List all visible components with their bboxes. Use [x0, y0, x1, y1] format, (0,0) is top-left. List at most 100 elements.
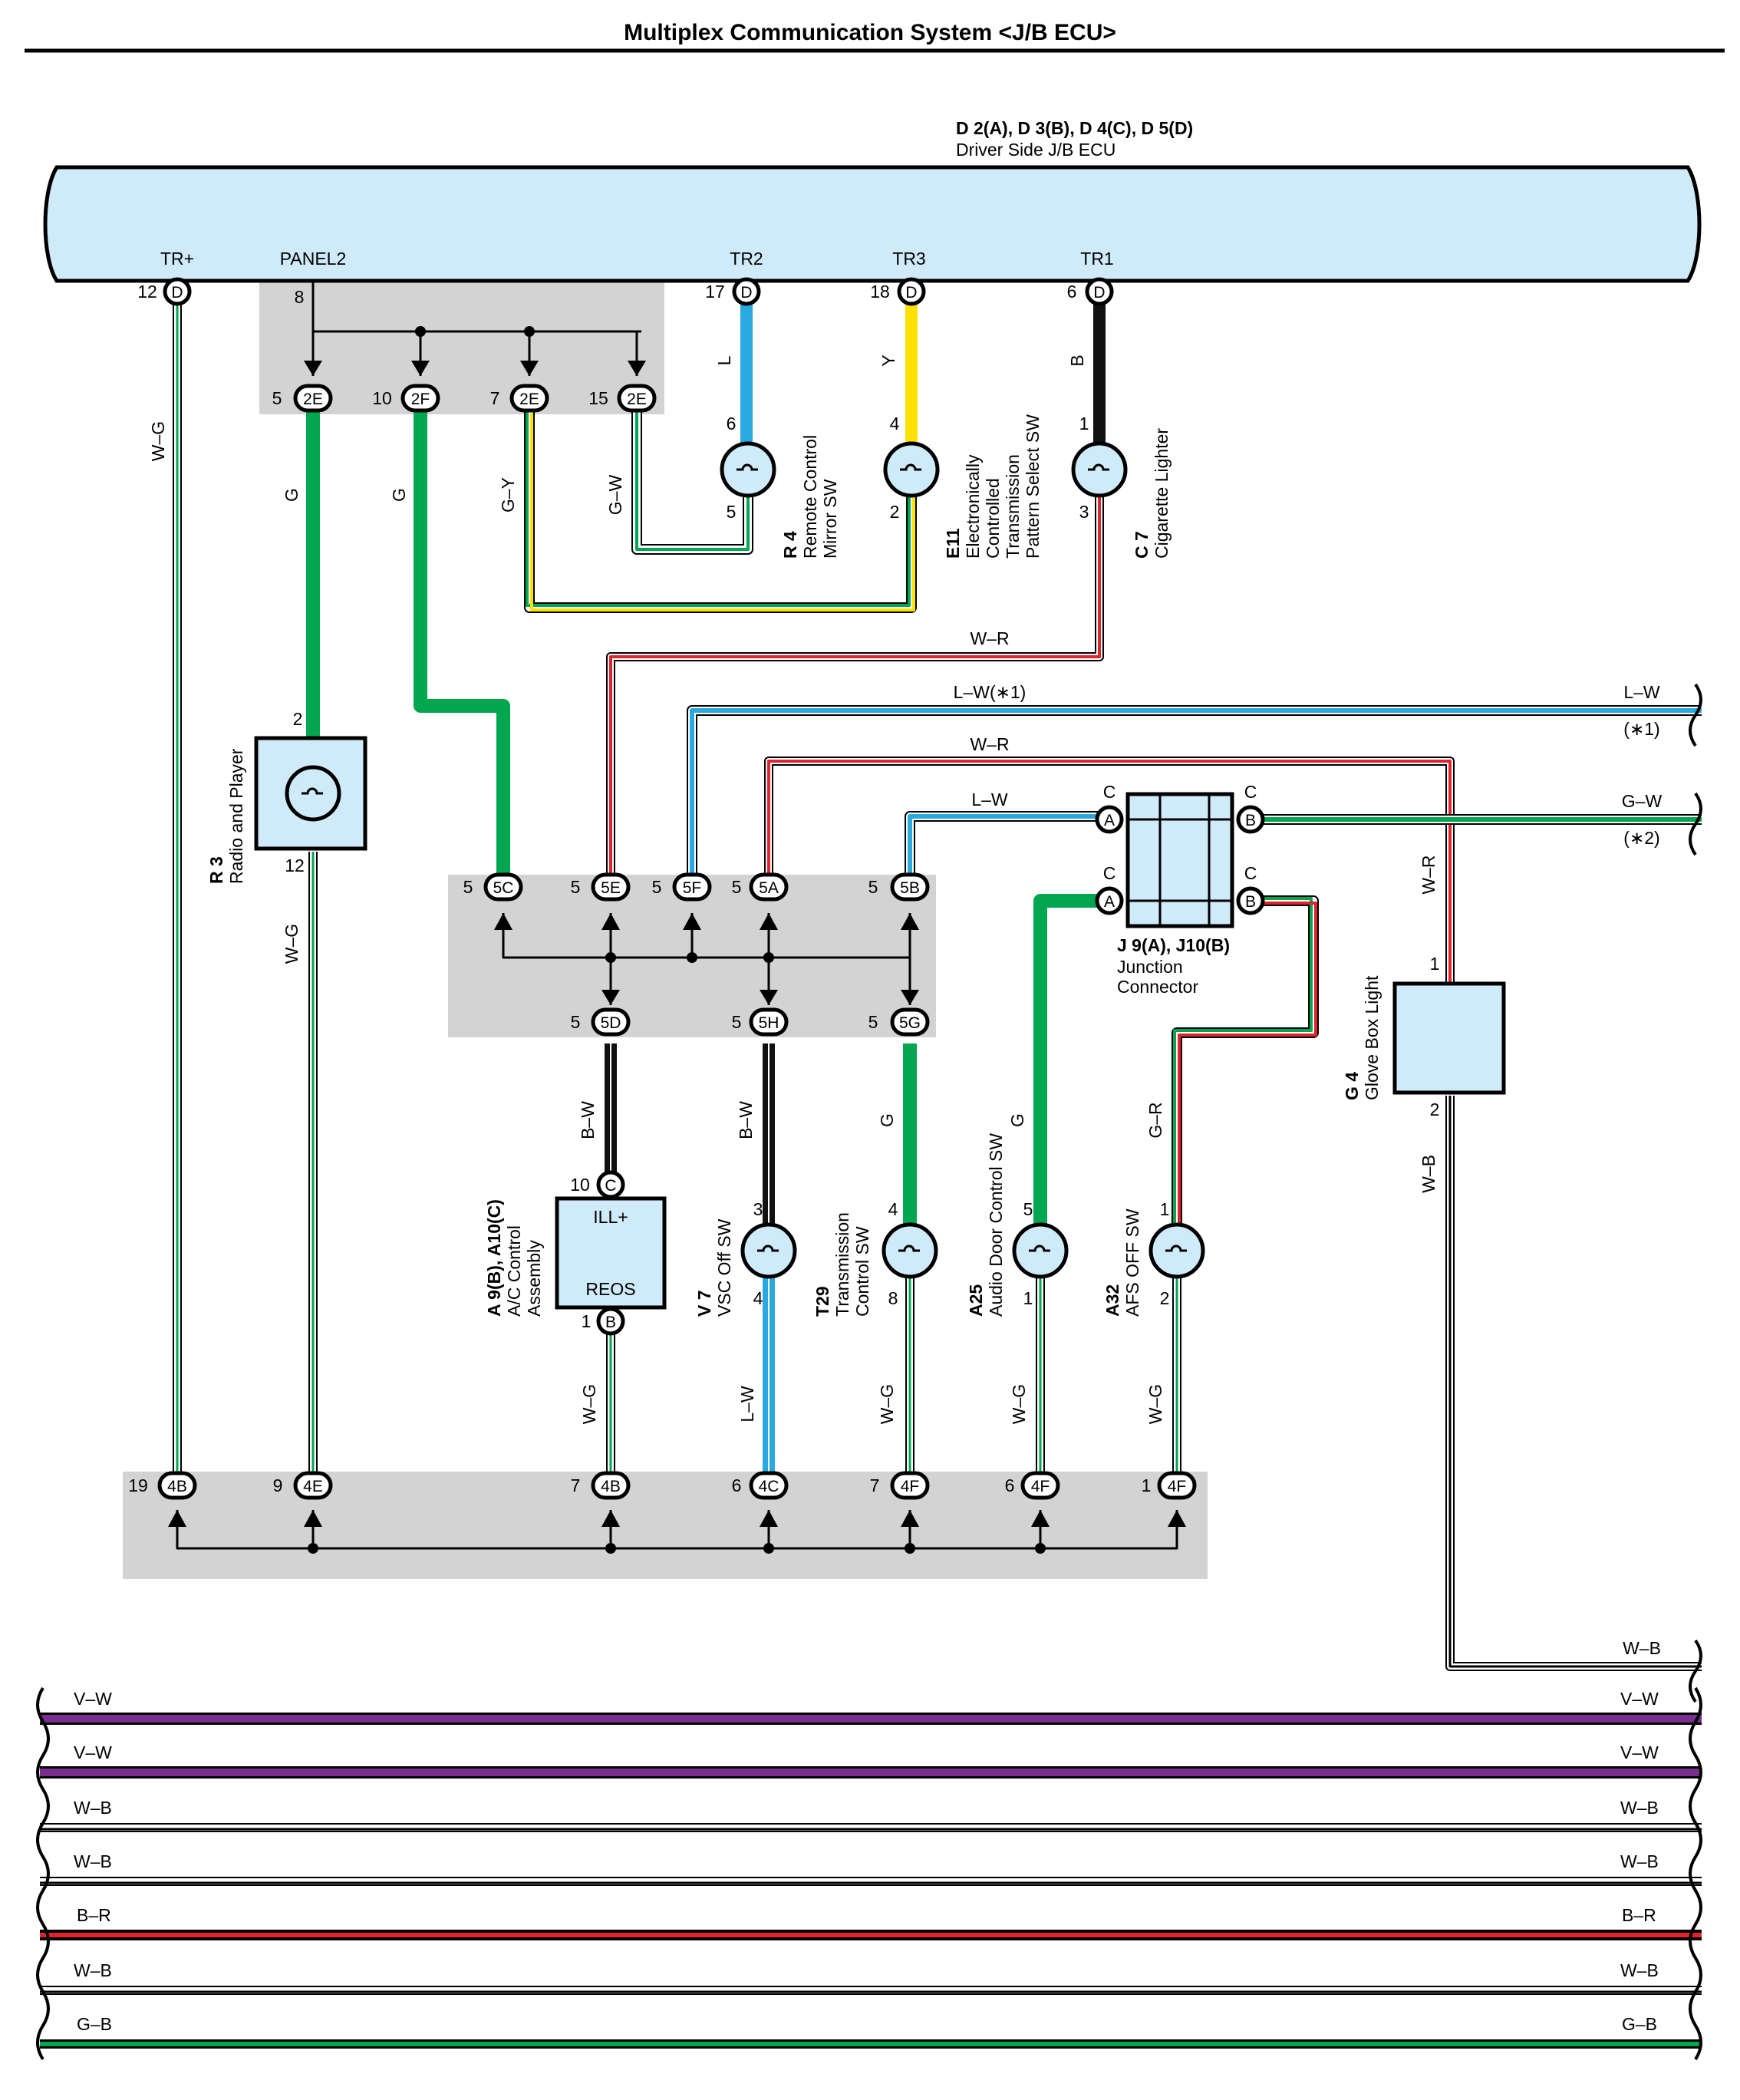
- r4-label: R 4 Remote Control Mirror SW: [780, 435, 840, 559]
- svg-text:5: 5: [571, 1012, 581, 1032]
- svg-text:D: D: [1093, 284, 1105, 302]
- wire-label-lw-5b: L–W: [971, 790, 1008, 809]
- a25-switch-icon: [1012, 1222, 1069, 1279]
- wire-wr-5a-g4: [764, 757, 1455, 982]
- terminal-tr2: TR2: [730, 249, 763, 269]
- svg-text:Audio Door Control SW: Audio Door Control SW: [986, 1133, 1006, 1317]
- j9-label-2: Connector: [1117, 977, 1198, 997]
- wire-label-wg-t29: W–G: [877, 1384, 897, 1424]
- svg-text:6: 6: [727, 414, 737, 434]
- e11-label: E11 Electronically Controlled Transmissi…: [943, 414, 1043, 559]
- ecu-body: [43, 165, 1702, 283]
- svg-text:A: A: [1104, 893, 1115, 911]
- ecu-pin-trplus: D 12: [137, 277, 192, 306]
- svg-text:5: 5: [272, 388, 282, 408]
- svg-text:Controlled: Controlled: [983, 478, 1003, 559]
- svg-text:5: 5: [732, 877, 742, 897]
- svg-text:7: 7: [490, 388, 500, 408]
- svg-text:B: B: [1245, 812, 1256, 829]
- svg-text:T29: T29: [812, 1286, 832, 1317]
- svg-text:5: 5: [868, 877, 878, 897]
- wire-label-wg-a25: W–G: [1009, 1384, 1029, 1424]
- svg-text:A 9(B), A10(C): A 9(B), A10(C): [484, 1199, 504, 1317]
- ac-ill-label: ILL+: [593, 1207, 628, 1227]
- svg-text:4F: 4F: [1168, 1478, 1187, 1495]
- splice-pill-mid-5f: 5F5: [652, 872, 712, 902]
- glove-box-light: [1392, 981, 1506, 1095]
- svg-text:D: D: [905, 284, 917, 302]
- ecu-pin-panel2: 8: [295, 287, 305, 307]
- svg-text:5: 5: [1023, 1199, 1033, 1219]
- terminal-tr1: TR1: [1080, 249, 1113, 269]
- wire-label-lw-v7: L–W: [737, 1386, 757, 1423]
- svg-text:Electronically: Electronically: [963, 454, 983, 559]
- wire-label-wg-a32: W–G: [1145, 1384, 1165, 1424]
- svg-text:3: 3: [1079, 502, 1089, 522]
- wire-label-y: Y: [878, 354, 898, 366]
- svg-text:5: 5: [652, 877, 662, 897]
- svg-text:2: 2: [1430, 1099, 1440, 1119]
- svg-text:9: 9: [273, 1475, 283, 1495]
- svg-text:Transmission: Transmission: [1003, 454, 1023, 559]
- svg-text:5: 5: [727, 502, 737, 522]
- svg-text:4E: 4E: [303, 1478, 323, 1495]
- a9-pin-bottom: B1: [582, 1307, 625, 1336]
- ecu-subtitle: Driver Side J/B ECU: [956, 140, 1116, 160]
- wire-label-g-a25: G: [1007, 1113, 1027, 1127]
- wire-label-wb-right: W–B: [1623, 1638, 1661, 1658]
- svg-text:C: C: [1244, 863, 1257, 883]
- splice-pill-top-3: 2E7: [490, 384, 549, 413]
- svg-text:B: B: [1245, 893, 1256, 911]
- wire-lw-5b-j9: [905, 811, 1109, 873]
- wire-label-wr-c7: W–R: [970, 628, 1009, 648]
- svg-text:E11: E11: [943, 528, 963, 559]
- bus-wire-wb-2: [40, 1877, 1702, 1886]
- svg-text:1: 1: [582, 1311, 592, 1331]
- splice-pill-mid-5g: 5G 5: [868, 1007, 930, 1037]
- svg-text:18: 18: [870, 282, 890, 302]
- component-pin-numbers: 6 5 4 2 1 3 2 12 1 2 3 4 4 8 5 1 1 2: [285, 414, 1439, 1308]
- note-1: (∗1): [1623, 719, 1659, 739]
- j9-pin-a-top: AC: [1095, 782, 1124, 834]
- bus-label-vw-1-left: V–W: [74, 1689, 112, 1709]
- svg-text:B: B: [605, 1314, 616, 1331]
- splice-pill-mid-5a: 5A5: [732, 872, 789, 902]
- wire-label-gr: G–R: [1145, 1102, 1165, 1138]
- wire-label-gw-right: G–W: [1622, 791, 1663, 811]
- t29-label: T29 Transmission Control SW: [812, 1212, 872, 1317]
- c7-lighter-icon: [1071, 441, 1128, 498]
- svg-text:12: 12: [285, 855, 305, 875]
- svg-text:1: 1: [1430, 954, 1440, 974]
- bus-label-vw-2-right: V–W: [1620, 1742, 1659, 1762]
- svg-text:5G: 5G: [899, 1014, 921, 1032]
- svg-text:5B: 5B: [900, 879, 920, 897]
- wire-wb-g4: [1445, 1096, 1702, 1671]
- svg-text:5: 5: [868, 1012, 878, 1032]
- bus-label-gb-left: G–B: [77, 2014, 112, 2034]
- wire-g-2f-5c: [414, 410, 510, 873]
- svg-text:VSC Off SW: VSC Off SW: [714, 1218, 734, 1317]
- svg-text:2E: 2E: [303, 391, 323, 408]
- wire-label-g-2f: G: [389, 488, 409, 502]
- splice-pill-bottom-5: 4F7: [870, 1471, 930, 1500]
- wire-label-wg-radio: W–G: [282, 924, 302, 964]
- splice-pill-bottom-3: 4B7: [571, 1471, 631, 1500]
- svg-text:5C: 5C: [493, 879, 514, 897]
- wire-wr-c7-5e: [606, 491, 1104, 873]
- bus-label-br-right: B–R: [1622, 1905, 1656, 1925]
- bus-label-gb-right: G–B: [1622, 2014, 1657, 2034]
- svg-text:Assembly: Assembly: [524, 1240, 544, 1317]
- svg-text:Mirror SW: Mirror SW: [820, 479, 840, 559]
- svg-text:V 7: V 7: [694, 1290, 714, 1317]
- splice-pill-bottom-7: 4F1: [1142, 1471, 1197, 1500]
- splice-arrows: [168, 361, 1186, 1527]
- ecu-pin-tr1: D 6: [1067, 277, 1114, 306]
- splice-pill-mid-5b: 5B 5: [868, 872, 930, 902]
- e11-switch-icon: [883, 441, 940, 498]
- svg-text:12: 12: [137, 282, 157, 302]
- splice-pill-mid-5h: 5H5: [732, 1007, 789, 1037]
- svg-text:5H: 5H: [759, 1014, 779, 1032]
- svg-text:G 4: G 4: [1342, 1072, 1362, 1100]
- wire-label-wb-g4: W–B: [1419, 1155, 1438, 1193]
- a9-label: A 9(B), A10(C) A/C Control Assembly: [484, 1199, 544, 1317]
